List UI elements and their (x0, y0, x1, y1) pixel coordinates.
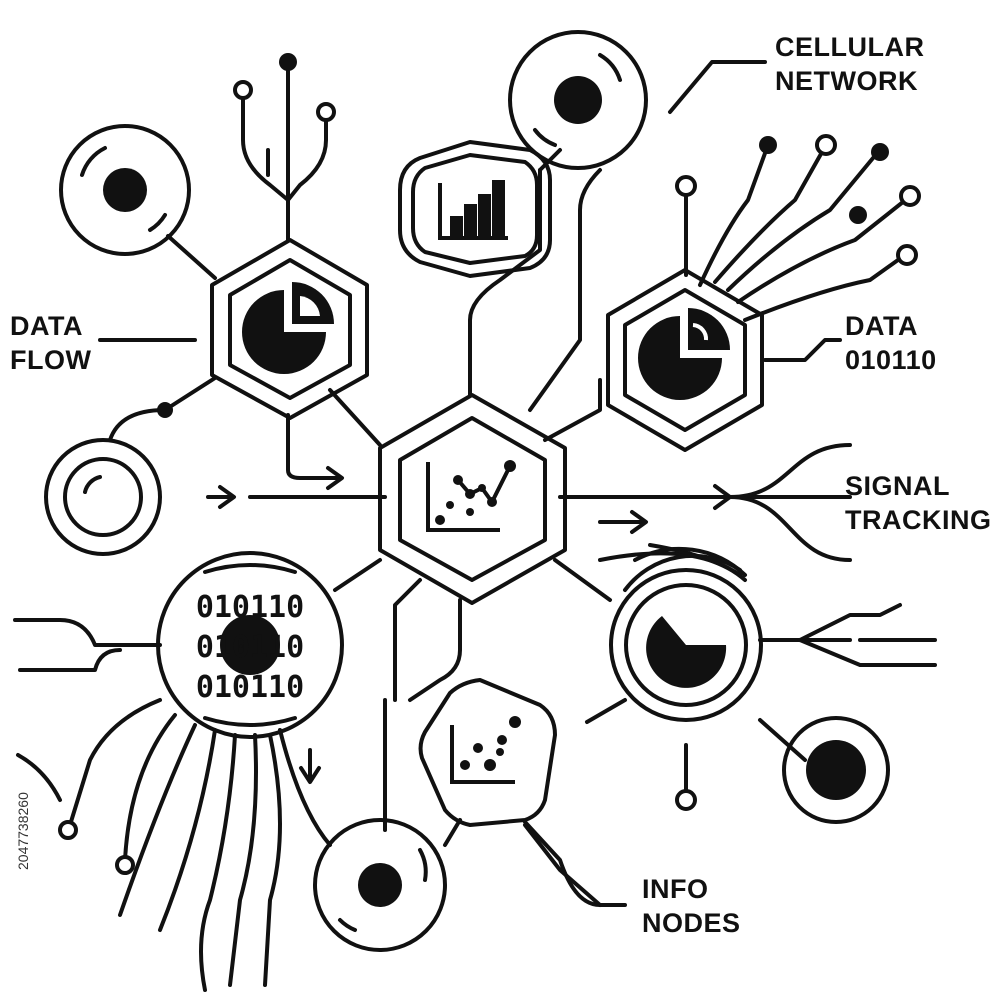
circle-node-top-core (554, 76, 602, 124)
label-nodes: NODES (642, 908, 741, 938)
label-tracking: TRACKING (845, 505, 992, 535)
label-info-nodes: INFO NODES (642, 874, 741, 938)
ring-node-left (44, 438, 162, 556)
scatter-plot-icon-bottom (450, 716, 521, 784)
circle-node-top (508, 30, 648, 170)
label-signal: SIGNAL (845, 471, 950, 501)
binary-node (156, 551, 344, 739)
circle-node-top-left (59, 124, 191, 256)
binary-line-1: 010110 (196, 590, 304, 625)
label-data-binary: DATA 010110 (845, 311, 937, 375)
pie-circle-node-right (609, 546, 763, 722)
bar-chart-icon (438, 180, 508, 240)
label-signal-tracking: SIGNAL TRACKING (845, 471, 992, 535)
label-data-right: DATA (845, 311, 918, 341)
label-network: NETWORK (775, 66, 918, 96)
label-data-flow: DATA FLOW (10, 311, 91, 375)
pie-chart-icon-left (242, 282, 334, 374)
label-010110: 010110 (845, 345, 937, 375)
pie-chart-icon-right (638, 308, 730, 400)
connector-lines (13, 60, 937, 992)
label-cellular-network: CELLULAR NETWORK (775, 32, 924, 96)
binary-text: 010110 010110 010110 (196, 590, 304, 705)
circle-node-bottom-right-core (806, 740, 866, 800)
hex-node-pie-right (606, 268, 764, 452)
hex-node-bar-chart (398, 140, 552, 278)
hex-node-central (378, 393, 567, 605)
binary-line-2: 010110 (196, 630, 304, 665)
label-flow: FLOW (10, 345, 91, 375)
label-data-left: DATA (10, 311, 83, 341)
filled-dots (103, 53, 889, 907)
terminal-dots (58, 80, 921, 875)
label-info: INFO (642, 874, 709, 904)
scatter-plot-icon-center (426, 460, 516, 532)
hex-node-pie-left (210, 238, 369, 420)
circle-node-bottom-core (358, 863, 402, 907)
circle-node-bottom (313, 818, 447, 952)
circle-node-bottom-right (782, 716, 890, 824)
label-cellular: CELLULAR (775, 32, 924, 62)
hex-node-scatter-bottom (418, 678, 557, 827)
pie-chart-icon-circle (646, 616, 727, 688)
circle-node-top-left-core (103, 168, 147, 212)
binary-line-3: 010110 (196, 670, 304, 705)
stock-id-text: 2047738260 (15, 792, 31, 870)
binary-node-core (220, 615, 280, 675)
